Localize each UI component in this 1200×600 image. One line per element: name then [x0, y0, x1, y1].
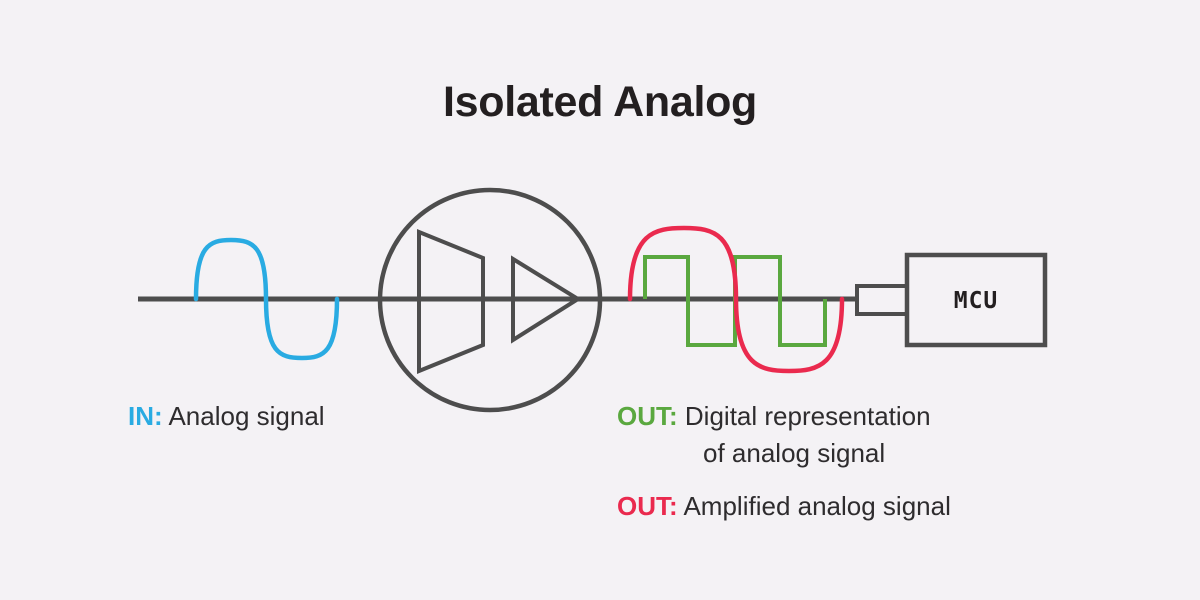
legend-output-digital-line1: Digital representation — [684, 401, 931, 431]
mcu-label: MCU — [954, 288, 999, 314]
legend-input: IN: Analog signal — [128, 398, 325, 435]
input-analog-waveform — [193, 237, 340, 361]
amplifier-triangle-symbol — [511, 255, 582, 344]
legend-output-analog-key: OUT: — [617, 491, 678, 521]
legend-output-analog-text: Amplified analog signal — [683, 491, 951, 521]
page-title: Isolated Analog — [442, 78, 758, 126]
legend-input-text: Analog signal — [168, 401, 325, 431]
legend-output-digital-key: OUT: — [617, 401, 678, 431]
legend-output-analog: OUT: Amplified analog signal — [617, 488, 951, 525]
legend-output-digital: OUT: Digital representation of analog si… — [617, 398, 931, 472]
isolation-barrier-circle — [377, 187, 603, 413]
output-analog-waveform — [627, 225, 845, 374]
legend-output-digital-line2: of analog signal — [703, 438, 886, 468]
mcu-box — [904, 252, 1048, 348]
isolation-trapezoid-symbol — [417, 229, 485, 374]
mcu-connector-pin — [855, 284, 909, 316]
legend-input-key: IN: — [128, 401, 163, 431]
